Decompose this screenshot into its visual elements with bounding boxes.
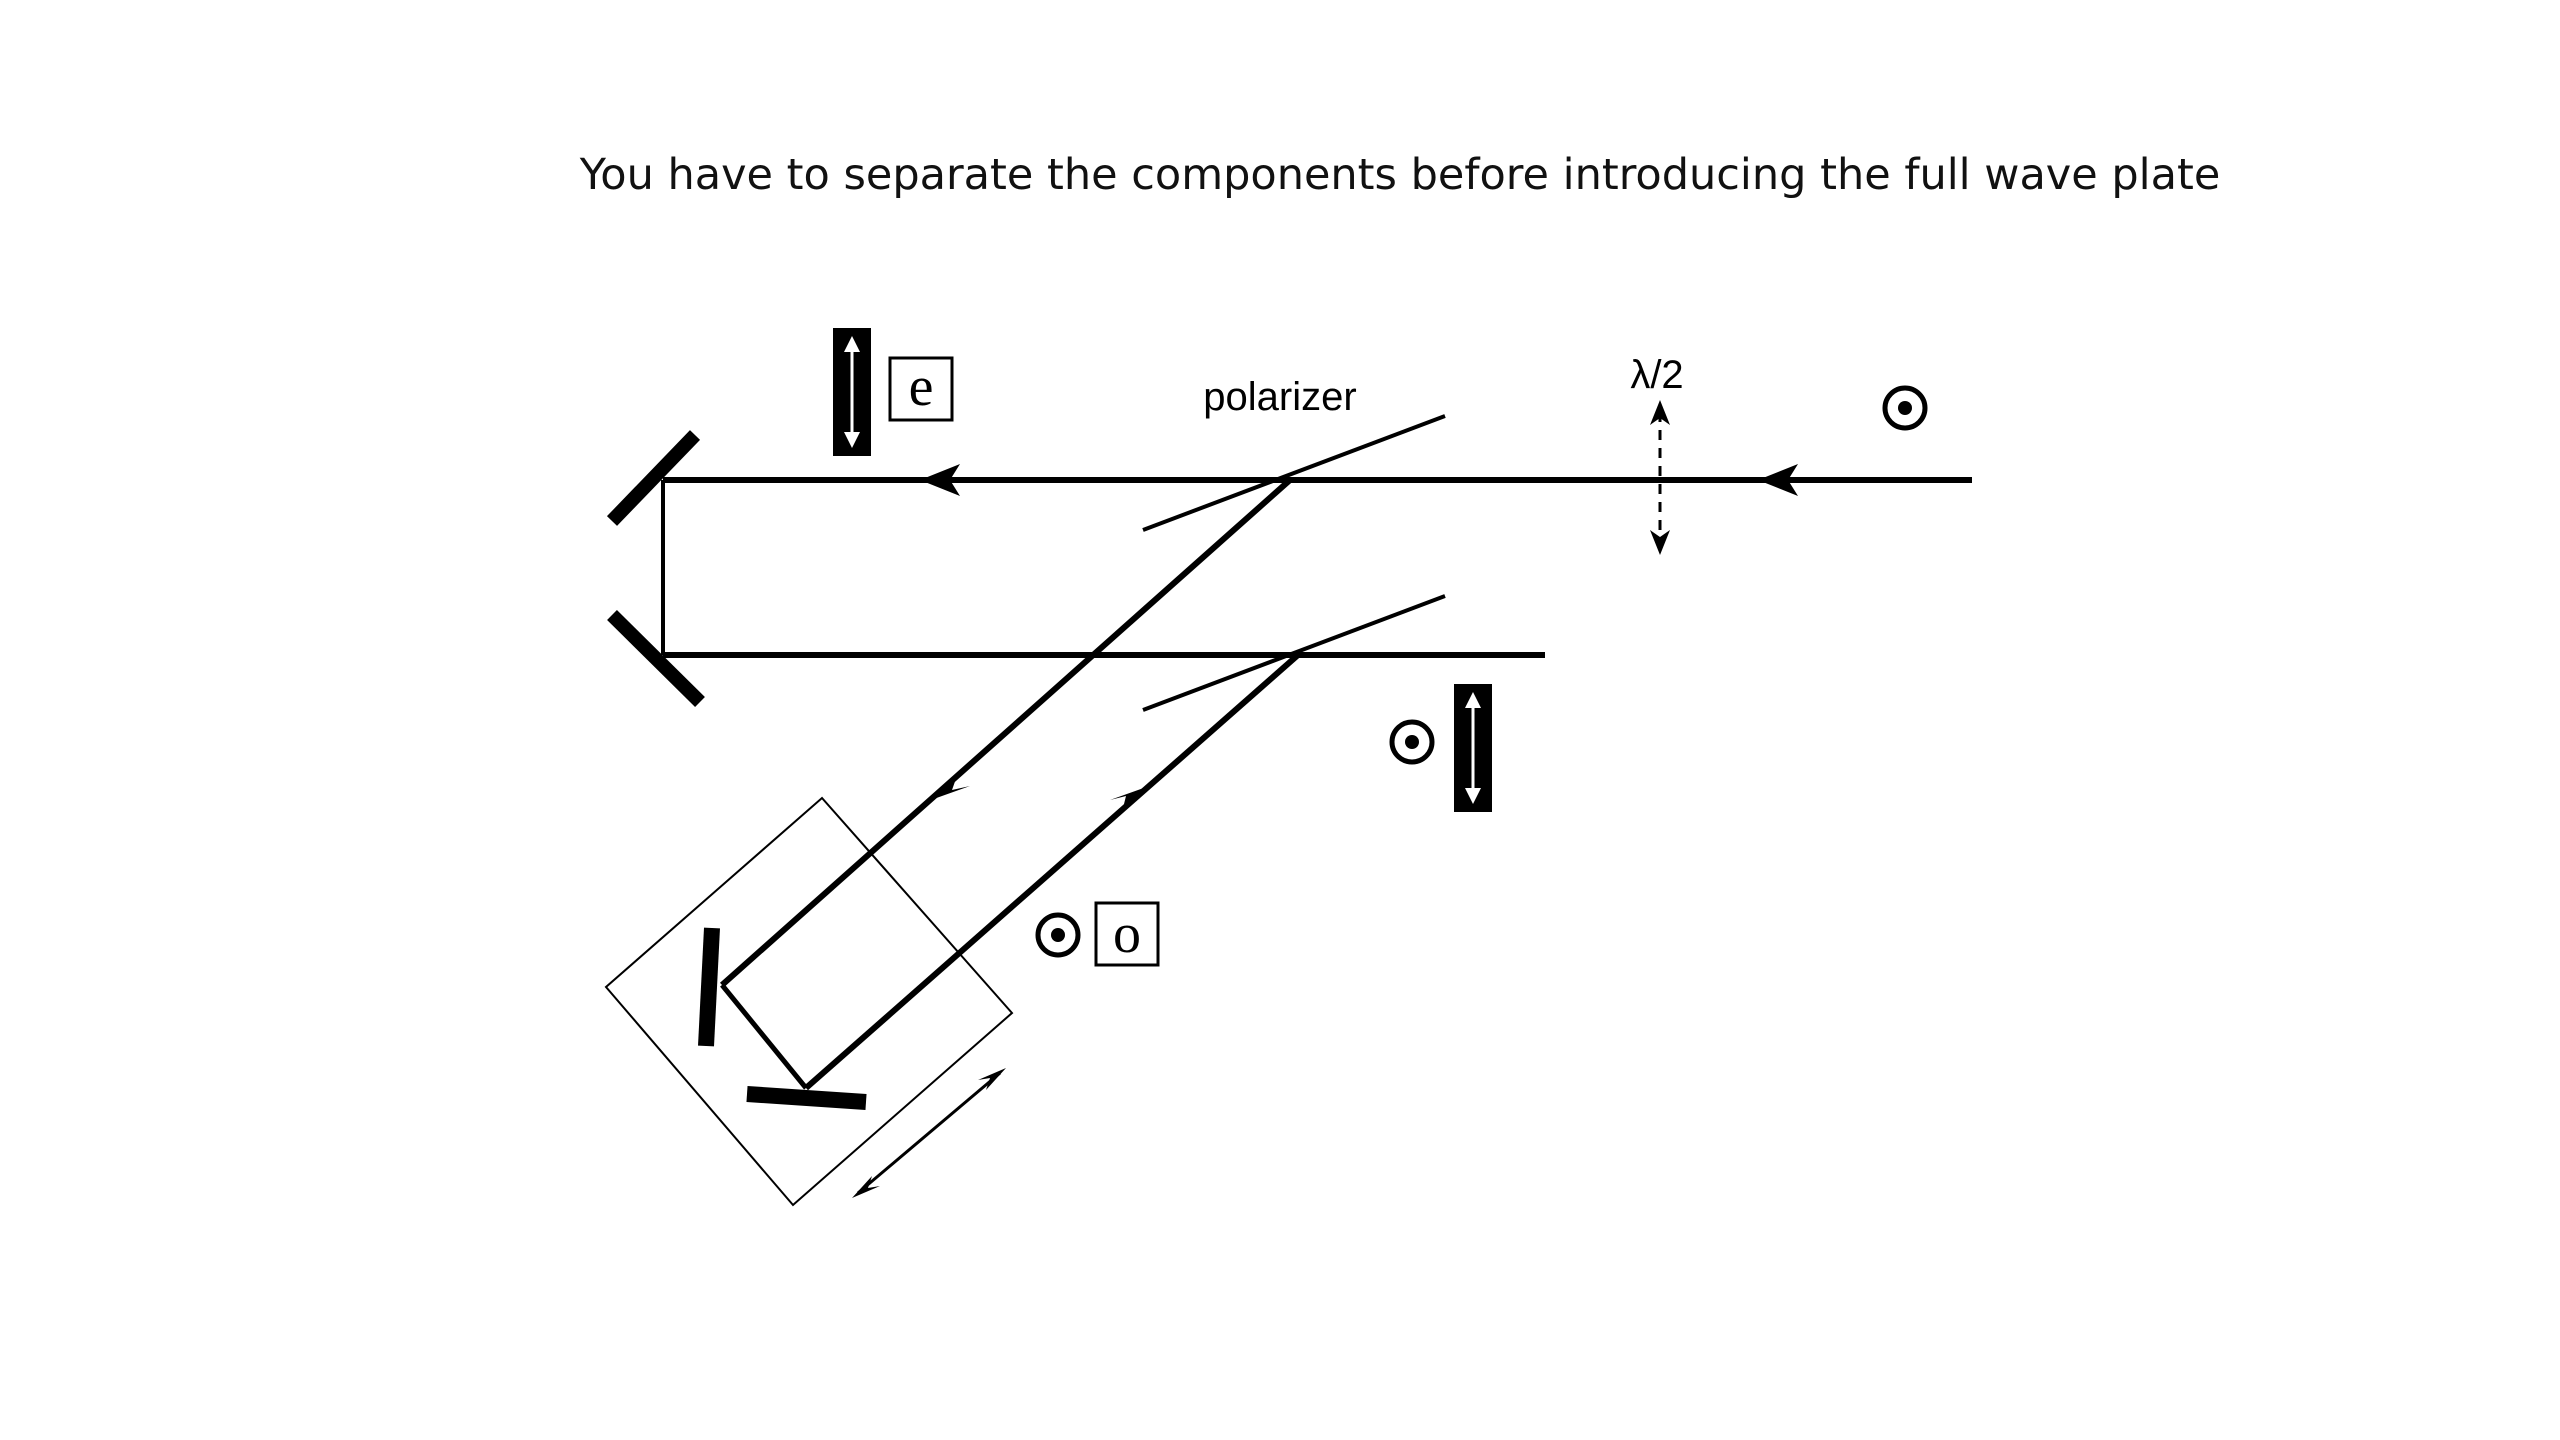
translation-arrow-icon [857, 1071, 1001, 1195]
beam-direction-arrow-icon [920, 464, 960, 496]
beam-direction-arrow-icon [928, 773, 970, 801]
ordinary-label-box [1094, 901, 1160, 967]
slide-title: You have to separate the components befo… [579, 150, 2221, 200]
ordinary-label: o [1113, 903, 1141, 965]
beam-direction-arrow-icon [1110, 785, 1152, 812]
out-of-plane-polarization-icon [1882, 385, 1928, 431]
out-of-plane-polarization-icon [1035, 912, 1081, 958]
extraordinary-label: e [909, 356, 934, 418]
out-of-plane-polarization-icon [1389, 719, 1435, 765]
half-wave-plate-icon [1650, 530, 1670, 555]
polarizer-plate-icon [1142, 594, 1446, 712]
half-wave-plate-label: λ/2 [1630, 353, 1683, 397]
translation-arrow-icon [852, 1176, 880, 1198]
extraordinary-label-box [888, 356, 954, 422]
reflected-beam [720, 477, 1292, 988]
half-wave-plate-icon [1650, 400, 1670, 425]
translation-stage-icon [604, 796, 1014, 1207]
return-beam [804, 652, 1300, 1091]
mirror-icon [698, 927, 720, 1047]
mirror-icon [607, 610, 705, 707]
polarizer-plate-icon [1142, 414, 1446, 532]
mirror-icon [746, 1086, 867, 1110]
internal-beam [720, 983, 808, 1090]
vertical-polarization-icon [1454, 684, 1492, 812]
vertical-polarization-icon [833, 328, 871, 456]
translation-arrow-icon [978, 1068, 1006, 1090]
beam-direction-arrow-icon [1758, 464, 1798, 496]
mirror-icon [606, 430, 701, 526]
polarizer-label: polarizer [1203, 375, 1356, 419]
